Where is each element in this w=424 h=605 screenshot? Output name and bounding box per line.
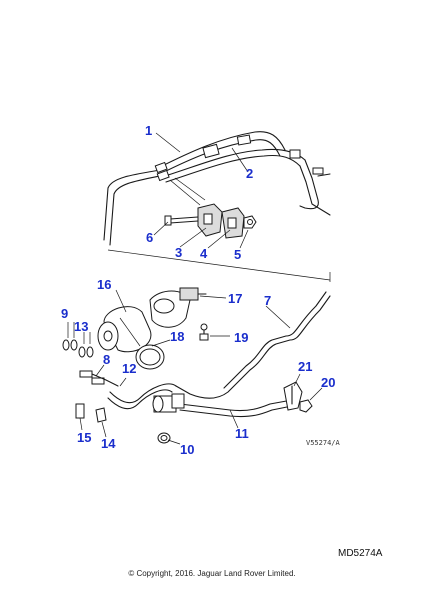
callout-18: 18	[170, 329, 185, 344]
drawing-reference-code: V55274/A	[306, 439, 340, 447]
filter-canister	[97, 306, 152, 353]
callout-3: 3	[175, 245, 183, 260]
callout-9: 9	[61, 306, 69, 321]
callout-11: 11	[235, 426, 249, 441]
pipe-bracket	[283, 381, 313, 413]
nut-5-drawing	[243, 215, 257, 229]
pipe-run	[79, 291, 331, 418]
callout-4: 4	[200, 246, 208, 261]
callout-17: 17	[228, 291, 243, 306]
canister-clamp	[149, 287, 207, 328]
small-seals	[62, 339, 171, 444]
callout-14: 14	[101, 436, 116, 451]
callout-21: 21	[298, 359, 313, 374]
upper-hose-assembly	[103, 131, 331, 246]
callout-13: 13	[74, 319, 89, 334]
callout-8: 8	[103, 352, 111, 367]
callout-7: 7	[264, 293, 272, 308]
callout-6: 6	[146, 230, 154, 245]
callout-15: 15	[77, 430, 92, 445]
callout-2: 2	[246, 166, 254, 181]
callout-19: 19	[234, 330, 249, 345]
callout-1: 1	[145, 123, 153, 138]
callout-5: 5	[234, 247, 242, 262]
bolt-6-drawing	[164, 215, 199, 226]
callout-16: 16	[97, 277, 112, 292]
callout-20: 20	[321, 375, 336, 390]
callout-12: 12	[122, 361, 137, 376]
bolt-19-drawing	[199, 323, 209, 341]
document-id: MD5274A	[338, 548, 383, 559]
callout-10: 10	[180, 442, 195, 457]
copyright-notice: © Copyright, 2016. Jaguar Land Rover Lim…	[128, 569, 296, 578]
seal-ring	[135, 344, 165, 370]
hose-clamp-bracket	[197, 203, 245, 239]
leader-lines	[67, 132, 323, 445]
